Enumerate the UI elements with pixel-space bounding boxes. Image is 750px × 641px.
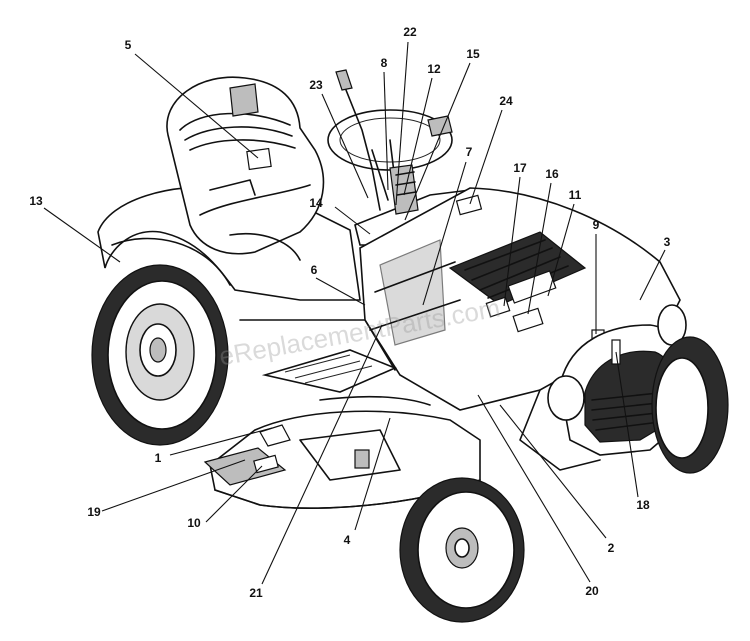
callout-24: 24	[499, 94, 513, 108]
callout-12: 12	[427, 62, 441, 76]
callout-15: 15	[466, 47, 480, 61]
callout-9: 9	[593, 218, 600, 232]
footrest	[261, 349, 398, 393]
callout-19: 19	[87, 505, 101, 519]
callout-2: 2	[608, 541, 615, 555]
callout-17: 17	[513, 161, 527, 175]
seat	[166, 76, 325, 255]
callout-21: 21	[249, 586, 263, 600]
rear-left-wheel	[91, 264, 229, 446]
callout-23: 23	[309, 78, 323, 92]
callout-8: 8	[381, 56, 388, 70]
leader-lines	[43, 41, 666, 585]
front-grille	[519, 304, 693, 471]
front-left-wheel	[399, 477, 525, 623]
callout-18: 18	[636, 498, 650, 512]
callouts: 5 22 8 12 15 23 24 7 17 16 11 13 14 9 3 …	[29, 25, 670, 600]
callout-1: 1	[155, 451, 162, 465]
callout-11: 11	[569, 188, 582, 202]
lift-lever	[339, 74, 381, 211]
callout-14: 14	[309, 196, 323, 210]
hood-vents	[448, 231, 587, 306]
steering-wheel	[327, 109, 453, 206]
callout-22: 22	[403, 25, 417, 39]
callout-20: 20	[585, 584, 599, 598]
callout-3: 3	[664, 235, 671, 249]
callout-4: 4	[344, 533, 351, 547]
callout-5: 5	[125, 38, 132, 52]
front-right-wheel	[651, 336, 729, 474]
callout-13: 13	[29, 194, 43, 208]
tractor-illustration	[91, 69, 729, 623]
callout-16: 16	[545, 167, 559, 181]
callout-7: 7	[466, 145, 473, 159]
callout-6: 6	[311, 263, 318, 277]
callout-10: 10	[187, 516, 201, 530]
